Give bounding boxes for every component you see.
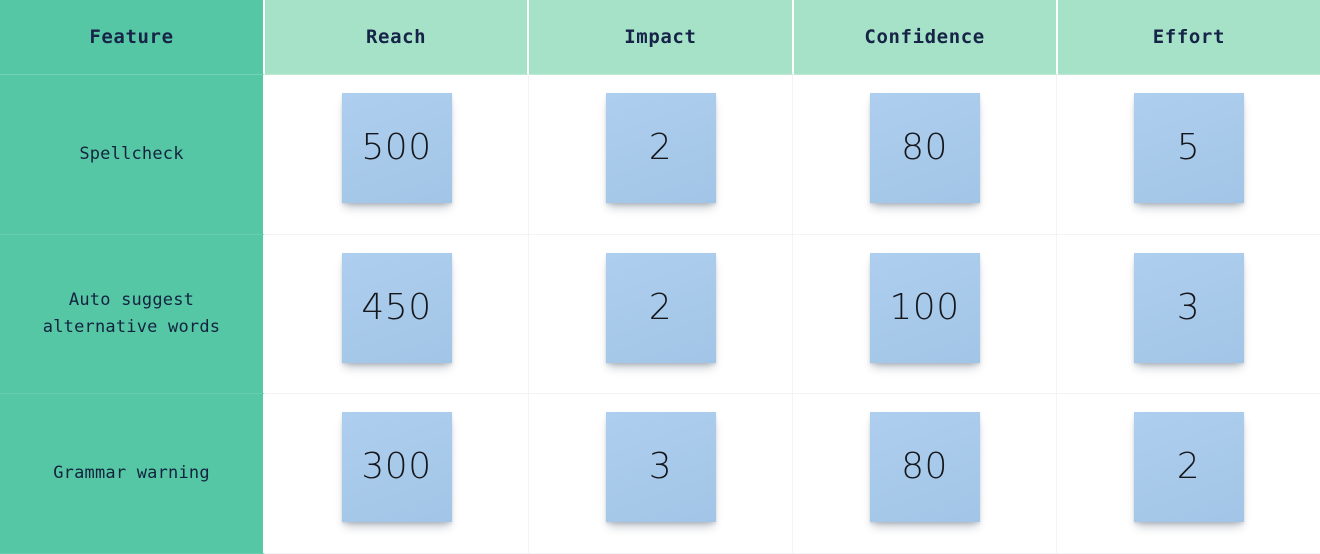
confidence-cell[interactable]: 80 [793,394,1057,554]
table-header-row: Feature Reach Impact Confidence Effort [0,0,1320,75]
effort-cell[interactable]: 3 [1057,234,1320,394]
impact-cell[interactable]: 2 [529,234,793,394]
impact-cell[interactable]: 3 [529,394,793,554]
metric-value: 500 [361,127,432,169]
confidence-cell[interactable]: 80 [793,75,1057,235]
sticky-note-card[interactable]: 3 [1133,252,1244,363]
column-header-confidence-label: Confidence [864,26,985,48]
effort-cell[interactable]: 2 [1057,394,1320,554]
column-header-reach[interactable]: Reach [265,0,530,75]
table-row: Auto suggest alternative words 450 2 100… [0,234,1320,394]
sticky-note-card[interactable]: 300 [341,412,452,523]
feature-cell[interactable]: Auto suggest alternative words [0,234,265,394]
metric-value: 80 [901,127,948,169]
metric-value: 2 [1176,446,1201,488]
sticky-note-card[interactable]: 500 [341,93,452,204]
metric-value: 3 [1176,286,1201,328]
sticky-note-card[interactable]: 2 [1133,412,1244,523]
feature-cell[interactable]: Spellcheck [0,75,265,235]
sticky-note-card[interactable]: 100 [869,252,980,363]
metric-value: 450 [361,286,432,328]
reach-cell[interactable]: 500 [265,75,529,235]
column-header-impact-label: Impact [624,26,697,48]
column-header-effort-label: Effort [1152,26,1225,48]
sticky-note-card[interactable]: 2 [605,93,716,204]
effort-cell[interactable]: 5 [1057,75,1320,235]
sticky-note-card[interactable]: 2 [605,252,716,363]
reach-cell[interactable]: 300 [265,394,529,554]
impact-cell[interactable]: 2 [529,75,793,235]
table-row: Grammar warning 300 3 80 2 [0,394,1320,554]
column-header-feature[interactable]: Feature [0,0,265,75]
sticky-note-card[interactable]: 80 [869,93,980,204]
confidence-cell[interactable]: 100 [793,234,1057,394]
sticky-note-card[interactable]: 5 [1133,93,1244,204]
table-body: Spellcheck 500 2 80 5 [0,75,1320,554]
metric-value: 300 [361,446,432,488]
column-header-reach-label: Reach [366,26,427,48]
reach-cell[interactable]: 450 [265,234,529,394]
sticky-note-card[interactable]: 80 [869,412,980,523]
column-header-confidence[interactable]: Confidence [793,0,1058,75]
table-row: Spellcheck 500 2 80 5 [0,75,1320,235]
feature-cell[interactable]: Grammar warning [0,394,265,554]
metric-value: 100 [889,286,960,328]
metric-value: 80 [901,446,948,488]
column-header-feature-label: Feature [89,26,174,48]
metric-value: 5 [1176,127,1201,169]
column-header-effort[interactable]: Effort [1057,0,1320,75]
metric-value: 2 [648,286,673,328]
metric-value: 2 [648,127,673,169]
sticky-note-card[interactable]: 3 [605,412,716,523]
sticky-note-card[interactable]: 450 [341,252,452,363]
metric-value: 3 [648,446,673,488]
column-header-impact[interactable]: Impact [529,0,794,75]
